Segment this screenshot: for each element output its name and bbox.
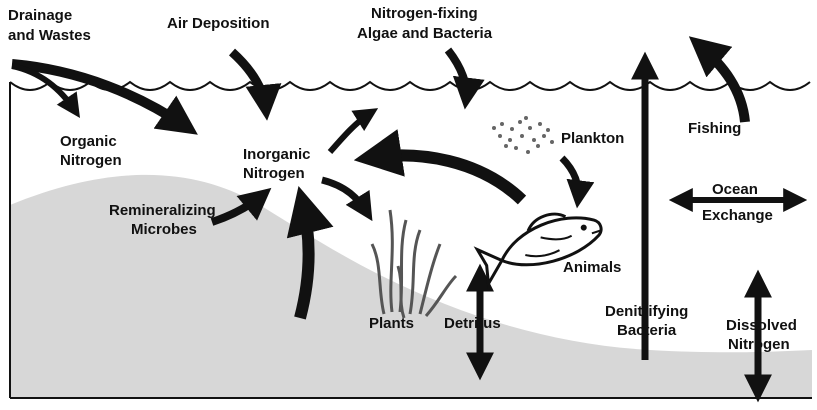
label-remineralizing: Remineralizing	[109, 202, 216, 219]
label-inorganic-line1: Inorganic	[243, 146, 311, 163]
label-nitrogen-fixing-line2: Algae and Bacteria	[357, 25, 493, 42]
label-organic-line2: Nitrogen	[60, 152, 122, 169]
label-drainage-line2: and Wastes	[8, 27, 91, 44]
label-air-deposition: Air Deposition	[167, 15, 270, 32]
label-plankton: Plankton	[561, 130, 624, 147]
label-nitrogen-dissolved: Nitrogen	[728, 336, 790, 353]
inorganic-to-plants-arrow	[322, 180, 368, 214]
label-inorganic-line2: Nitrogen	[243, 165, 305, 182]
label-ocean: Ocean	[712, 181, 758, 198]
label-denitrifying: Denitrifying	[605, 303, 688, 320]
label-bacteria: Bacteria	[617, 322, 677, 339]
animals-to-inorganic-arrow	[368, 155, 522, 200]
label-drainage-line1: Drainage	[8, 7, 72, 24]
water-surface	[10, 82, 810, 90]
label-plants: Plants	[369, 315, 414, 332]
label-nitrogen-fixing-line1: Nitrogen-fixing	[371, 5, 478, 22]
label-detritus: Detritus	[444, 315, 501, 332]
plankton-cluster-icon	[492, 116, 554, 154]
label-dissolved: Dissolved	[726, 317, 797, 334]
air-deposition-arrow	[232, 52, 266, 110]
label-exchange: Exchange	[702, 207, 773, 224]
label-fishing: Fishing	[688, 120, 741, 137]
plankton-to-animals-arrow	[562, 158, 578, 200]
nitrogen-fixing-arrow	[448, 50, 466, 100]
label-animals: Animals	[563, 259, 621, 276]
label-microbes: Microbes	[131, 221, 197, 238]
inorganic-to-fixers-arrow	[330, 112, 372, 152]
fishing-arrow	[698, 44, 745, 122]
label-organic-line1: Organic	[60, 133, 117, 150]
